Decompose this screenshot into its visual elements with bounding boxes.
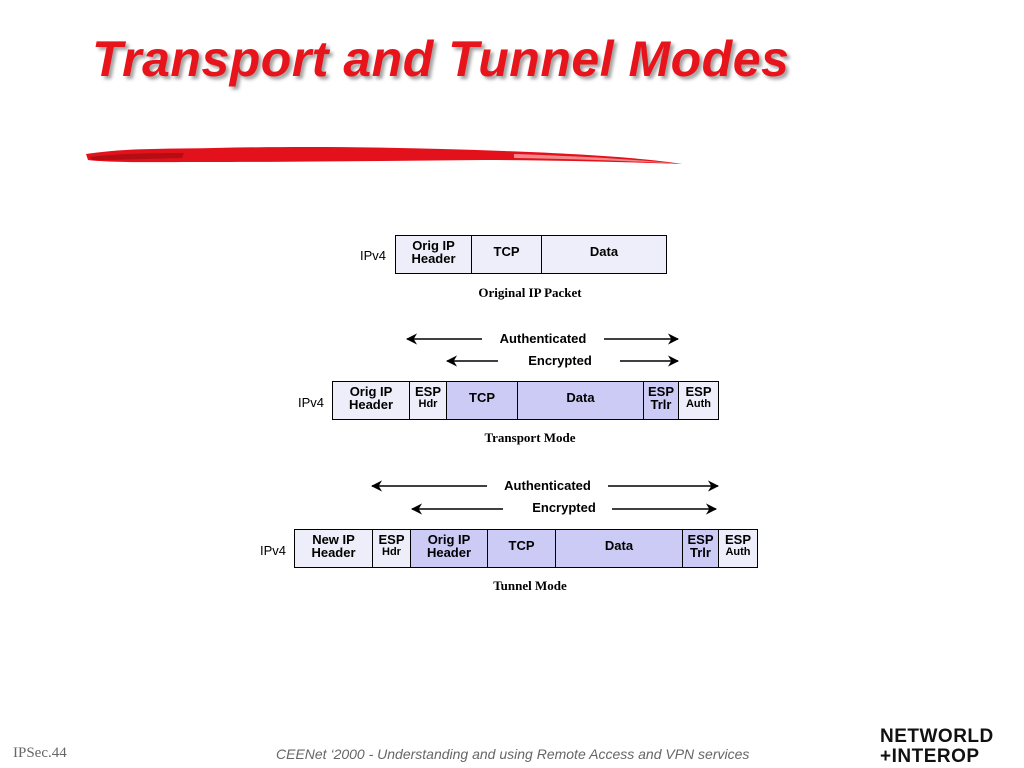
tunnel-encrypted-label: Encrypted xyxy=(532,500,596,515)
field-tcp: TCP xyxy=(488,530,556,567)
transport-packet-label: IPv4 xyxy=(298,395,325,410)
original-ip-packet: Orig IP Header TCP Data xyxy=(395,235,667,274)
field-orig-ip-header: Orig IP Header xyxy=(411,530,488,567)
field-new-ip-header: New IP Header xyxy=(295,530,373,567)
original-packet-label: IPv4 xyxy=(360,248,387,263)
field-esp-trlr: ESP Trlr xyxy=(644,382,679,419)
field-data: Data xyxy=(542,236,666,273)
field-tcp: TCP xyxy=(472,236,542,273)
transport-mode-caption: Transport Mode xyxy=(484,430,576,445)
field-data: Data xyxy=(556,530,683,567)
tunnel-authenticated-label: Authenticated xyxy=(504,478,591,493)
title-underline-brush xyxy=(86,147,682,164)
page-number: IPSec.44 xyxy=(13,745,67,761)
slide-title: Transport and Tunnel Modes xyxy=(92,31,790,87)
original-packet-caption: Original IP Packet xyxy=(478,285,582,300)
field-esp-hdr: ESP Hdr xyxy=(410,382,447,419)
field-data: Data xyxy=(518,382,644,419)
transport-mode-packet: Orig IP Header ESP Hdr TCP Data ESP Trlr… xyxy=(332,381,719,420)
logo-line-2: +INTEROP xyxy=(880,746,980,767)
field-esp-auth: ESP Auth xyxy=(679,382,718,419)
logo-line-1: NETWORLD xyxy=(880,726,994,747)
tunnel-mode-packet: New IP Header ESP Hdr Orig IP Header TCP… xyxy=(294,529,758,568)
footer-text: CEENet ‘2000 - Understanding and using R… xyxy=(276,746,750,762)
networld-interop-logo: NETWORLD +INTEROP xyxy=(880,727,1008,767)
field-esp-auth: ESP Auth xyxy=(719,530,757,567)
tunnel-packet-label: IPv4 xyxy=(260,543,287,558)
field-orig-ip-header: Orig IP Header xyxy=(396,236,472,273)
field-tcp: TCP xyxy=(447,382,518,419)
field-esp-trlr: ESP Trlr xyxy=(683,530,719,567)
transport-authenticated-label: Authenticated xyxy=(499,331,587,346)
field-esp-hdr: ESP Hdr xyxy=(373,530,411,567)
field-orig-ip-header: Orig IP Header xyxy=(333,382,410,419)
transport-encrypted-label: Encrypted xyxy=(528,353,592,368)
tunnel-mode-caption: Tunnel Mode xyxy=(493,578,567,593)
